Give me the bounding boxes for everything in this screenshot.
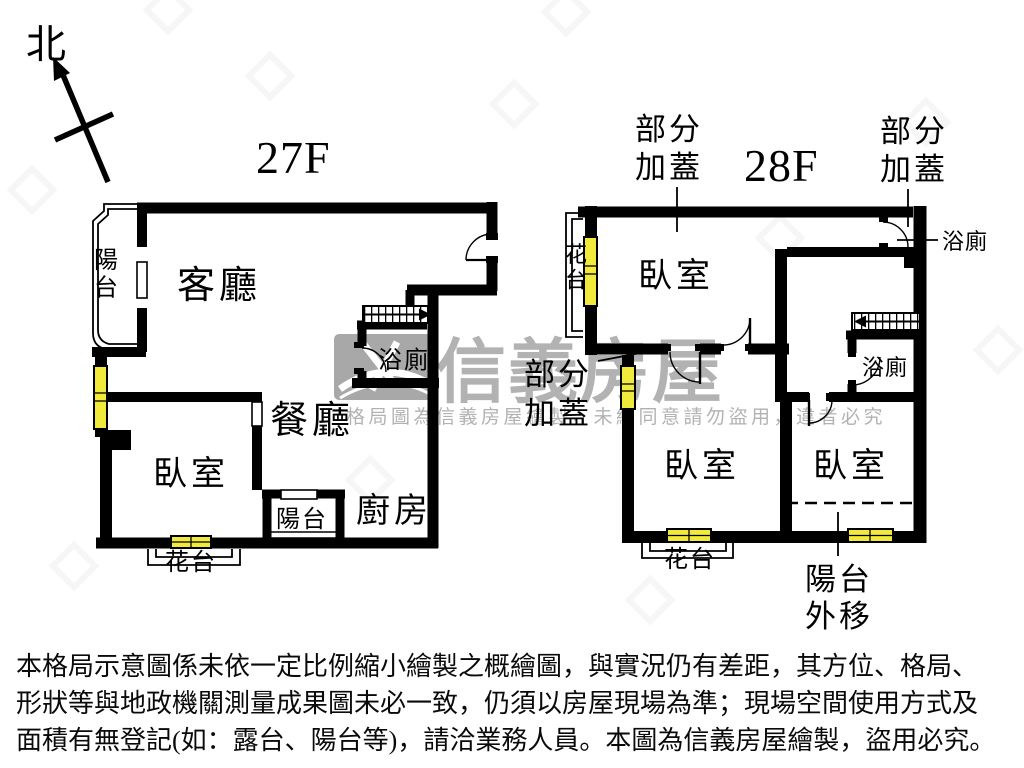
- anno-balcony-moved-line2: 外移: [805, 599, 873, 634]
- door-caps-28f: [663, 216, 888, 401]
- door-bath2-28f: [851, 356, 881, 386]
- door-bedroom2-28f: [669, 351, 702, 384]
- stairs-arrow-icon: [419, 308, 431, 321]
- door-bath1-28f: [882, 221, 909, 248]
- anno-balcony-moved-line1: 陽台: [805, 562, 873, 597]
- anno-partial-cover-3-line1: 部分: [524, 357, 592, 392]
- door-bedroom3-28f: [807, 399, 833, 426]
- label-bedroom1-28f: 臥室: [638, 257, 714, 295]
- label-living-27f: 客廳: [177, 265, 261, 307]
- anno-partial-cover-1-line2: 加蓋: [635, 150, 703, 185]
- flower-box-bottom-28f: [641, 543, 734, 559]
- label-balcony-left-27f: 陽台: [94, 248, 120, 302]
- label-bath1-28f: 浴廁: [942, 229, 988, 254]
- label-bedroom3-28f: 臥室: [813, 447, 889, 485]
- wall-notch-28f: [904, 254, 922, 268]
- disclaimer-line-3: 面積有無登記(如：露台、陽台等)，請洽業務人員。本圖為信義房屋繪製，盜用必究。: [16, 726, 996, 755]
- north-compass: 北: [26, 22, 115, 184]
- label-bath-27f: 浴廁: [378, 347, 430, 374]
- label-flower-bottom-28f: 花台: [664, 546, 716, 573]
- anno-partial-cover-2-line1: 部分: [880, 114, 948, 149]
- walls-28f: [578, 206, 927, 543]
- floor-title-27f: 27F: [256, 132, 331, 183]
- floor-title-28f: 28F: [744, 140, 819, 191]
- floorplan-27f: 27F: [92, 132, 498, 576]
- label-dining-27f: 餐廳: [270, 400, 354, 442]
- label-balcony-bottom-27f: 陽台: [276, 506, 328, 533]
- anno-partial-cover-2-line2: 加蓋: [880, 152, 948, 187]
- label-bath2-28f: 浴廁: [862, 355, 908, 380]
- yellow-windows-27f: [93, 365, 212, 549]
- balcony-inner-lines-27f: [267, 531, 340, 539]
- anno-partial-cover-1-line1: 部分: [635, 112, 703, 147]
- watermark-notice: 格局圖為信義房屋繪製，未經同意請勿盜用，違者必究: [346, 406, 886, 428]
- disclaimer-line-1: 本格局示意圖係未依一定比例縮小繪製之概繪圖，與實況仍有差距，其方位、格局、: [16, 652, 979, 681]
- north-label: 北: [26, 22, 66, 67]
- wall-pilaster-27f: [107, 430, 131, 450]
- stairs-28f: [851, 312, 921, 331]
- floorplan-28f: 28F: [524, 112, 988, 634]
- annotation-pointers-28f: [597, 187, 938, 556]
- flower-stand-box-27f: [147, 549, 241, 566]
- label-bedroom-27f: 臥室: [153, 455, 229, 493]
- label-kitchen-27f: 廚房: [356, 492, 432, 530]
- disclaimer-text: 本格局示意圖係未依一定比例縮小繪製之概繪圖，與實況仍有差距，其方位、格局、 形狀…: [16, 648, 1016, 759]
- disclaimer-line-2: 形狀等與地政機關測量成果圖未必一致，仍須以房屋現場為準；現場空間使用方式及: [16, 689, 979, 718]
- label-flower-left-28f: 花台: [565, 242, 588, 292]
- label-flower-stand-27f: 花台: [165, 549, 217, 576]
- door-entry-27f: [465, 233, 493, 262]
- door-bath-27f: [361, 347, 387, 373]
- stairs-arrow-icon: [854, 315, 866, 328]
- anno-partial-cover-3-line2: 加蓋: [524, 396, 592, 431]
- windows-27f: [136, 261, 318, 500]
- watermark-logo-text: 信義房屋: [436, 334, 724, 412]
- walls-27f: [92, 202, 498, 549]
- label-bedroom2-28f: 臥室: [664, 447, 740, 485]
- stairs-27f: [362, 305, 431, 324]
- north-arrow-icon: [53, 57, 70, 81]
- door-bedroom1-28f: [722, 317, 752, 346]
- yellow-windows-28f: [583, 236, 894, 543]
- flower-box-left-28f: [565, 212, 583, 338]
